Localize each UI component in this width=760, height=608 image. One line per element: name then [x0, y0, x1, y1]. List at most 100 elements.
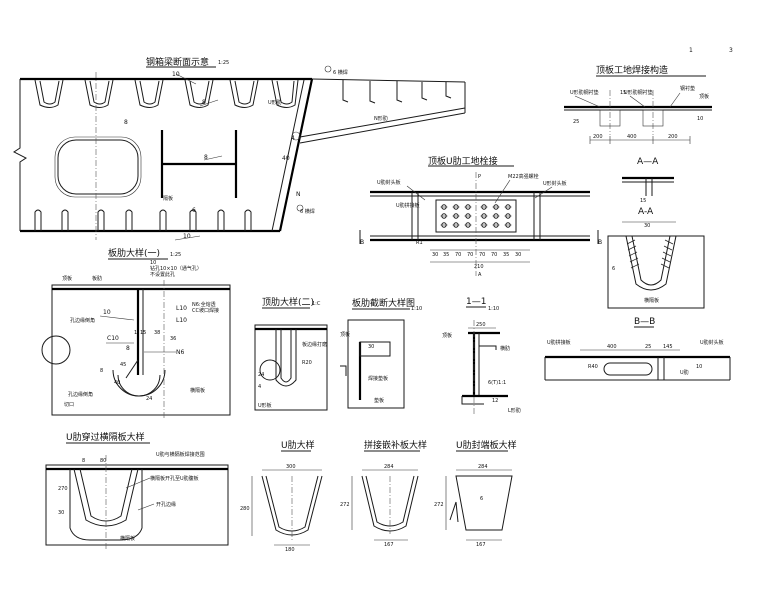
up-80: 80	[100, 458, 106, 464]
manhole-opening	[57, 139, 139, 195]
tpj-label-plate: 顶板	[699, 93, 709, 100]
rd2-title: 顶肋大样(二)	[262, 296, 314, 308]
main-label-4: 4	[291, 135, 295, 142]
rd2-plate: U形板	[258, 402, 272, 409]
u-rib-passage-detail: U肋穿过横隔板大样 U肋与横隔板焊接范围 横隔板开孔至U肋腹板 开孔边缘 横隔板…	[45, 431, 229, 550]
ub-label-right: U形封头板	[543, 180, 567, 187]
ub-dim-6: 35	[503, 252, 509, 258]
us-top: 284	[478, 464, 488, 470]
main-callout-8b: 8	[124, 119, 128, 126]
aa-weld-hatch	[626, 239, 674, 269]
section-aa-large: A-A 30 6 横隔板	[607, 207, 705, 309]
up-270: 270	[58, 486, 68, 492]
s11-weld: 6(T)1:1	[488, 380, 506, 386]
us-bot: 167	[476, 542, 486, 548]
u-rib-bolt-splice: 顶板U肋工地栓接 U肋封头板 M22高强螺栓 U形封头板 U肋拼接板 R1 B …	[359, 155, 602, 278]
bb-d3: 145	[663, 344, 673, 350]
rd1-sub-note: CC坡口焊接	[192, 307, 219, 314]
bb-r: R40	[588, 364, 598, 370]
main-label-4b: 40	[282, 155, 290, 162]
up-note2: 横隔板开孔至U肋腹板	[150, 475, 199, 482]
rd1-8b: 8	[100, 368, 103, 374]
rd1-sr: 切口	[64, 401, 74, 408]
bottom-ribs	[34, 209, 252, 231]
ur-title: U肋大样	[281, 439, 315, 451]
tpj-dim-400: 400	[627, 134, 637, 140]
tpj-label-center: U形肋钢衬垫	[624, 89, 653, 96]
ub-label-a: A	[478, 272, 482, 278]
rd1-hole2: 孔边缘倒角	[68, 391, 93, 398]
up-30: 30	[58, 510, 64, 516]
up-note3: 开孔边缘	[156, 501, 176, 508]
ub-dim-3: 70	[467, 252, 473, 258]
rd1-plate: 顶板	[62, 275, 72, 282]
bb-u: U肋	[680, 369, 689, 376]
rib-cut-section: 板肋截断大样图 1:10 30 顶板 焊接垫板 垫板	[340, 297, 422, 409]
rd1-hole: 孔边缘倒角	[70, 317, 95, 324]
ub-label-left: U肋封头板	[377, 179, 401, 186]
rd1-l10: L10	[176, 305, 187, 312]
rd1-weld-note: 不设置此孔	[150, 271, 175, 278]
rs-pad: 垫板	[374, 397, 384, 404]
section-aa-small: A—A 15	[622, 157, 674, 204]
rs-dim: 30	[368, 344, 374, 350]
rd1-weld-label: 钻孔10×10（通气孔）	[150, 265, 202, 272]
main-label-urib: U形肋	[268, 99, 282, 106]
rd1-10b: 10	[103, 309, 111, 316]
tpj-label-10: 10	[697, 116, 703, 122]
page-number-3: 3	[729, 47, 733, 54]
h-stiffener	[160, 130, 238, 198]
bb-t: 10	[696, 364, 702, 370]
up-8: 8	[82, 458, 85, 464]
rd1-diaphragm: 横隔板	[190, 387, 205, 394]
ub-dim-1: 35	[443, 252, 449, 258]
u-rib-detail: U肋大样 300 280 180	[240, 439, 323, 553]
jp-bot: 167	[384, 542, 394, 548]
ub-label-b-left: B	[360, 239, 364, 246]
rd1-rib: 板肋	[92, 275, 102, 282]
rd1-38: 38	[154, 330, 160, 336]
ub-dim-7: 30	[515, 252, 521, 258]
us-t: 6	[480, 496, 483, 502]
jp-title: 拼接嵌补板大样	[364, 439, 427, 451]
bb-right: U肋封头板	[700, 339, 724, 346]
main-callout-10a: 10	[172, 71, 180, 78]
jp-h: 272	[340, 502, 350, 508]
rd2-scale: 1:C	[312, 301, 321, 307]
ub-label-p: P	[478, 174, 481, 180]
us-h: 272	[434, 502, 444, 508]
main-callout-10b: 10	[183, 233, 191, 240]
ub-dim-2: 70	[455, 252, 461, 258]
aa2-label-plate: 横隔板	[644, 297, 659, 304]
rd1-title: 板肋大样(一)	[108, 247, 160, 259]
tpj-dim-200a: 200	[593, 134, 603, 140]
top-rib-detail-2: 顶肋大样(二) 1:C 板边缘打磨 R20 U形板 24 4	[254, 296, 328, 411]
ub-title: 顶板U肋工地栓接	[428, 155, 498, 167]
rib-detail-1: 板肋大样(一) 1:25 顶板 板肋 钻孔10×10（通气孔） 不设置此孔 10…	[41, 247, 231, 420]
s11-title: 1—1	[466, 297, 486, 307]
main-label-nrib: N形肋	[374, 115, 388, 122]
rd2-note1: 板边缘打磨	[302, 341, 327, 348]
rd1-45: 45	[120, 362, 126, 368]
main-label-weld-top: 6 横焊	[333, 69, 348, 76]
rd1-24: 24	[146, 396, 152, 402]
ub-dim-0: 30	[432, 252, 438, 258]
main-label-n: N	[296, 191, 301, 198]
ur-bot: 180	[285, 547, 295, 553]
main-callout-8a: 8	[202, 99, 206, 106]
ub-label-splice: U肋拼接板	[396, 202, 420, 209]
top-plate-weld-detail: 顶板工地焊接构造 U形肋钢衬垫 U形肋钢衬垫 钢衬垫 顶板 15 25 10 2…	[564, 64, 712, 144]
ur-h: 280	[240, 506, 250, 512]
ub-dim-total: 210	[474, 264, 484, 270]
bb-d2: 25	[645, 344, 651, 350]
up-note1: U肋与横隔板焊接范围	[156, 451, 205, 458]
rs-weld: 焊接垫板	[368, 375, 388, 382]
ur-top: 300	[286, 464, 296, 470]
s11-scale: 1:10	[488, 306, 499, 312]
main-girder-section: 钢箱梁断面示意 1:25	[13, 56, 466, 241]
up-title: U肋穿过横隔板大样	[66, 431, 145, 443]
tpj-label-right: 钢衬垫	[680, 85, 695, 92]
rs-top: 顶板	[340, 331, 350, 338]
page-number-1: 1	[689, 47, 693, 54]
